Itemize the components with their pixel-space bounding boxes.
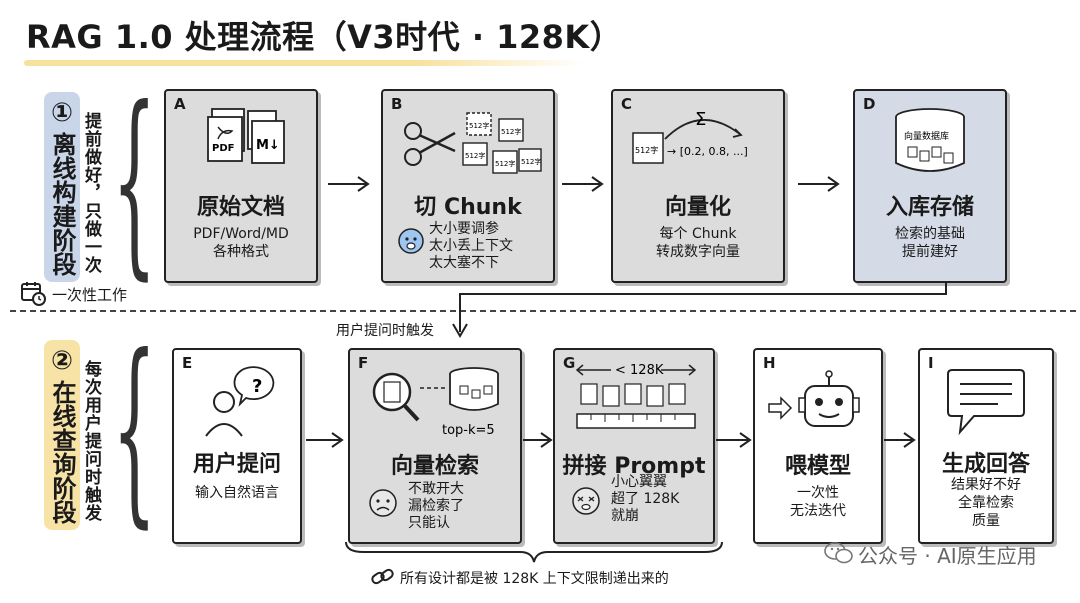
card-i-answer: I 生成回答 结果好不好 全靠检索 质量: [918, 348, 1054, 544]
card-heading: 生成回答: [941, 452, 1030, 477]
phase2-badge: ② 在线查询阶段: [44, 340, 80, 530]
svg-text:512字: 512字: [635, 145, 658, 155]
card-desc: 检索的基础 提前建好: [895, 226, 965, 260]
card-c-vectorize: C 512字 Σ → [0.2, 0.8, ...] 向量化 每个 Chunk …: [611, 89, 785, 283]
chain-link-icon: [371, 568, 394, 585]
card-f-retrieve: F top-k=5 向量检索 不敢开大 漏检索了 只能认: [348, 348, 522, 544]
svg-text:512字: 512字: [501, 127, 521, 136]
card-b-chunk: B 512字 512字 512字 512字 512字 切 Chunk 大小要调参…: [381, 89, 555, 283]
vectorize-icon: 512字 Σ → [0.2, 0.8, ...]: [632, 109, 748, 164]
svg-text:top-k=5: top-k=5: [442, 423, 495, 438]
phase-separator: [10, 310, 1076, 312]
card-letter: F: [358, 354, 369, 372]
phase2-name: 在线查询阶段: [48, 380, 76, 524]
phase1-badge: ① 离线构建阶段: [44, 92, 80, 282]
card-letter: G: [563, 354, 576, 372]
worried-emoji-icon: [369, 489, 397, 517]
card-letter: H: [763, 354, 776, 372]
phase2-note: 每次用户提问时触发: [81, 360, 101, 522]
svg-text:向量数据库: 向量数据库: [904, 130, 949, 142]
anxious-emoji-icon: [398, 228, 424, 254]
card-heading: 向量检索: [390, 454, 479, 479]
card-heading: 切 Chunk: [414, 195, 522, 220]
card-heading: 拼接 Prompt: [562, 454, 706, 479]
scissors-chunks-icon: 512字 512字 512字 512字 512字: [404, 112, 542, 174]
svg-text:?: ?: [252, 376, 262, 397]
wechat-icon: [824, 542, 853, 564]
arrow-c-to-d: [796, 174, 842, 194]
chat-bubble-icon: [947, 369, 1025, 436]
prompt-ruler-icon: < 128K: [575, 360, 697, 429]
card-letter: A: [174, 95, 186, 113]
card-desc: PDF/Word/MD 各种格式: [193, 226, 289, 260]
card-letter: D: [863, 95, 876, 113]
card-letter: E: [182, 354, 193, 372]
svg-text:< 128K: < 128K: [615, 363, 664, 378]
connector-label: 用户提问时触发: [336, 323, 434, 339]
documents-icon: PDF M↓: [207, 108, 285, 164]
svg-text:512字: 512字: [521, 157, 541, 166]
vector-database-icon: 向量数据库: [895, 108, 965, 172]
bottom-note-row: 所有设计都是被 128K 上下文限制递出来的: [370, 566, 669, 592]
card-d-store: D 向量数据库 入库存储 检索的基础 提前建好: [853, 89, 1007, 283]
dizzy-emoji-icon: [572, 487, 600, 515]
phase2-number: ②: [50, 346, 73, 376]
phase1-note: 提前做好，只做一次: [81, 112, 101, 274]
watermark: 公众号 · AI原生应用: [824, 540, 1037, 570]
card-desc: 结果好不好 全靠检索 质量: [951, 477, 1021, 529]
one-time-tag-label: 一次性工作: [52, 286, 128, 304]
bottom-brace: [344, 540, 724, 570]
card-note: 小心翼翼 超了 128K 就崩: [611, 474, 680, 524]
phase1-name: 离线构建阶段: [48, 132, 76, 276]
arrow-e-to-f: [304, 430, 346, 450]
connector-d-to-f: [450, 280, 950, 344]
card-letter: C: [621, 95, 633, 113]
user-question-icon: ?: [205, 366, 275, 437]
pdf-label: PDF: [212, 143, 234, 154]
card-heading: 向量化: [664, 195, 731, 220]
card-h-feed-model: H 喂模型 一次性 无法迭代: [753, 348, 883, 544]
title-highlight: [24, 60, 584, 66]
watermark-label: 公众号 · AI原生应用: [858, 544, 1037, 568]
one-time-tag: 一次性工作: [20, 280, 127, 310]
svg-text:512字: 512字: [495, 159, 515, 168]
md-label: M↓: [256, 138, 280, 153]
phase1-brace: {: [112, 65, 157, 298]
card-a-raw-docs: A PDF M↓ 原始文档 PDF/Word/MD 各种格式: [164, 89, 318, 283]
card-heading: 原始文档: [196, 195, 285, 220]
arrow-g-to-h: [714, 430, 754, 450]
page-title: RAG 1.0 处理流程（V3时代 · 128K）: [26, 18, 623, 56]
card-heading: 喂模型: [784, 454, 851, 479]
bottom-note: 所有设计都是被 128K 上下文限制递出来的: [400, 571, 669, 587]
arrow-h-to-i: [882, 430, 918, 450]
arrow-b-to-c: [560, 174, 606, 194]
card-letter: I: [928, 354, 934, 372]
card-desc: 输入自然语言: [195, 485, 279, 501]
card-letter: B: [391, 95, 403, 113]
phase2-brace: {: [112, 313, 157, 546]
card-desc: 一次性 无法迭代: [790, 485, 846, 519]
card-heading: 入库存储: [885, 195, 974, 220]
card-note: 不敢开大 漏检索了 只能认: [408, 481, 464, 531]
card-g-prompt: G < 128K 拼接 Prompt 小心翼翼 超了 128K 就崩: [553, 348, 715, 544]
phase1-number: ①: [50, 98, 73, 128]
svg-text:Σ: Σ: [695, 109, 706, 130]
arrow-a-to-b: [326, 174, 372, 194]
arrow-f-to-g: [521, 430, 555, 450]
svg-text:512字: 512字: [469, 121, 489, 130]
svg-text:→ [0.2, 0.8, ...]: → [0.2, 0.8, ...]: [667, 145, 748, 158]
svg-text:512字: 512字: [465, 151, 485, 160]
robot-icon: [768, 370, 860, 427]
calendar-clock-icon: [21, 282, 46, 306]
card-e-question: E ? 用户提问 输入自然语言: [172, 348, 302, 544]
search-database-icon: top-k=5: [372, 367, 499, 438]
card-heading: 用户提问: [192, 452, 281, 477]
card-desc: 每个 Chunk 转成数字向量: [656, 226, 740, 260]
card-note: 大小要调参 太小丢上下文 太大塞不下: [429, 221, 513, 271]
